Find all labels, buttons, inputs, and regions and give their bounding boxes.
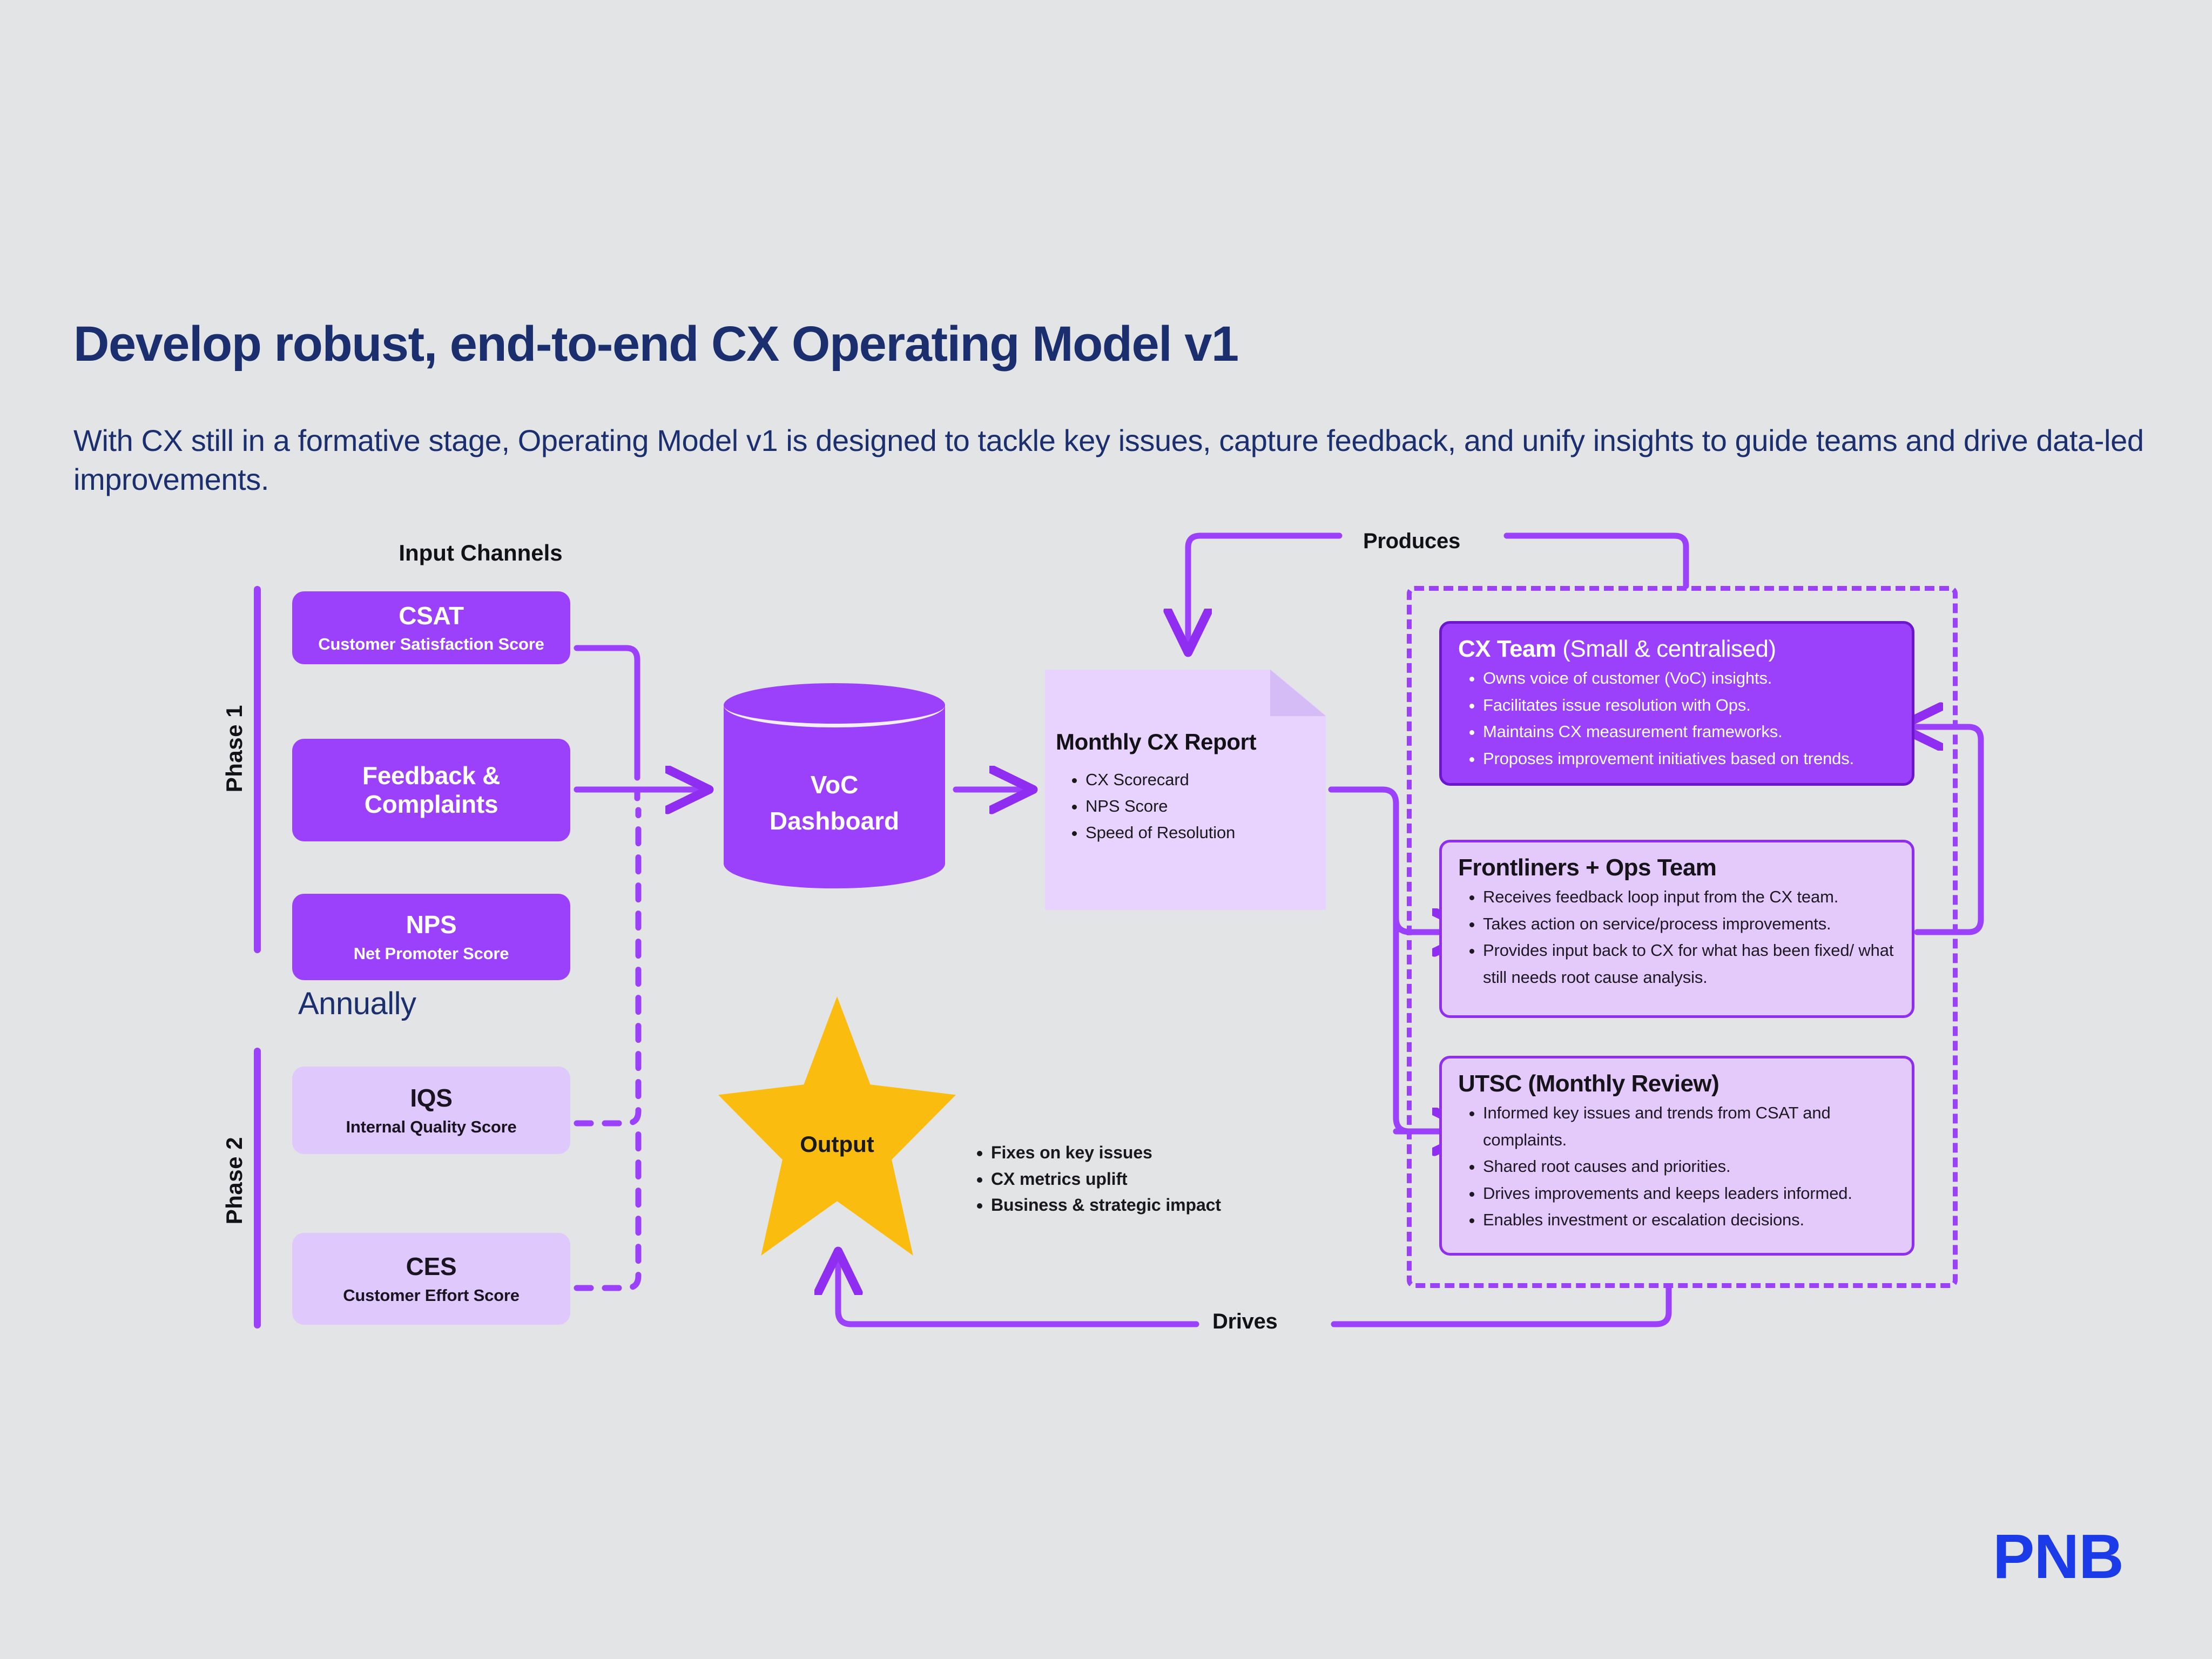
channel-name: Complaints [364, 790, 498, 818]
monthly-cx-report-items: CX Scorecard NPS Score Speed of Resoluti… [1061, 767, 1339, 846]
cylinder-body [724, 705, 945, 888]
channel-code: CES [406, 1252, 457, 1281]
list-item: Business & strategic impact [991, 1192, 1337, 1218]
team-panel-frontliners-ops[interactable]: Frontliners + Ops Team Receives feedback… [1439, 840, 1914, 1018]
list-item: Facilitates issue resolution with Ops. [1483, 692, 1896, 719]
list-item: Receives feedback loop input from the CX… [1483, 884, 1896, 911]
page-title: Develop robust, end-to-end CX Operating … [73, 316, 1239, 372]
voc-line-1: VoC [810, 771, 859, 799]
team-panel-items: Receives feedback loop input from the CX… [1458, 884, 1896, 990]
team-title-qualifier: (Small & centralised) [1562, 636, 1776, 662]
channel-name: Net Promoter Score [353, 943, 509, 963]
edge-label-produces: Produces [1363, 529, 1460, 553]
list-item: CX Scorecard [1085, 767, 1339, 793]
channel-name: Customer Satisfaction Score [318, 635, 544, 654]
input-channel-iqs[interactable]: IQS Internal Quality Score [292, 1067, 570, 1154]
team-panel-utsc[interactable]: UTSC (Monthly Review) Informed key issue… [1439, 1056, 1914, 1256]
list-item: Maintains CX measurement frameworks. [1483, 718, 1896, 745]
annually-label: Annually [298, 986, 416, 1021]
input-channel-csat[interactable]: CSAT Customer Satisfaction Score [292, 591, 570, 664]
input-channel-feedback-complaints[interactable]: Feedback & Complaints [292, 739, 570, 841]
channel-code: NPS [406, 911, 457, 939]
team-panel-cx-team[interactable]: CX Team (Small & centralised) Owns voice… [1439, 621, 1914, 786]
team-panel-title: CX Team (Small & centralised) [1458, 636, 1896, 663]
list-item: Provides input back to CX for what has b… [1483, 937, 1896, 990]
voc-dashboard-label: VoC Dashboard [724, 767, 945, 839]
team-panel-items: Informed key issues and trends from CSAT… [1458, 1100, 1896, 1233]
list-item: Enables investment or escalation decisio… [1483, 1206, 1896, 1233]
output-star-label: Output [800, 1131, 874, 1157]
output-star-shape [718, 996, 956, 1256]
input-channel-nps[interactable]: NPS Net Promoter Score [292, 894, 570, 980]
team-panel-title: Frontliners + Ops Team [1458, 854, 1896, 881]
list-item: Fixes on key issues [991, 1139, 1337, 1166]
channel-name: Customer Effort Score [343, 1285, 520, 1305]
voc-line-2: Dashboard [769, 806, 900, 835]
phase-1-rail [254, 586, 261, 953]
team-title-main: UTSC (Monthly Review) [1458, 1070, 1719, 1097]
output-items: Fixes on key issues CX metrics uplift Bu… [967, 1139, 1337, 1218]
list-item: Takes action on service/process improvem… [1483, 911, 1896, 938]
list-item: CX metrics uplift [991, 1166, 1337, 1192]
list-item: Owns voice of customer (VoC) insights. [1483, 665, 1896, 692]
channel-code: IQS [410, 1084, 453, 1112]
phase-2-rail [254, 1048, 261, 1328]
governance-group-container [1407, 586, 1958, 1288]
list-item: Drives improvements and keeps leaders in… [1483, 1180, 1896, 1207]
list-item: Informed key issues and trends from CSAT… [1483, 1100, 1896, 1153]
page-subtitle: With CX still in a formative stage, Oper… [73, 423, 2144, 496]
list-item: Proposes improvement initiatives based o… [1483, 745, 1896, 772]
list-item: Speed of Resolution [1085, 820, 1339, 846]
edge-label-drives: Drives [1212, 1310, 1278, 1333]
monthly-cx-report-title: Monthly CX Report [1056, 729, 1257, 754]
input-channels-heading: Input Channels [399, 540, 563, 565]
team-title-main: Frontliners + Ops Team [1458, 854, 1717, 881]
phase-1-label: Phase 1 [221, 705, 247, 793]
team-panel-title: UTSC (Monthly Review) [1458, 1070, 1896, 1097]
voc-dashboard-cylinder[interactable]: VoC Dashboard [724, 683, 945, 910]
input-channel-ces[interactable]: CES Customer Effort Score [292, 1233, 570, 1325]
cylinder-top-ellipse [724, 683, 945, 727]
channel-code: CSAT [399, 601, 464, 630]
channel-name: Internal Quality Score [346, 1117, 517, 1136]
team-title-main: CX Team [1458, 636, 1563, 662]
pnb-logo: PNB [1993, 1521, 2124, 1591]
channel-code: Feedback & [362, 761, 501, 790]
list-item: NPS Score [1085, 793, 1339, 820]
list-item: Shared root causes and priorities. [1483, 1153, 1896, 1180]
phase-2-label: Phase 2 [221, 1137, 247, 1225]
team-panel-items: Owns voice of customer (VoC) insights. F… [1458, 665, 1896, 772]
